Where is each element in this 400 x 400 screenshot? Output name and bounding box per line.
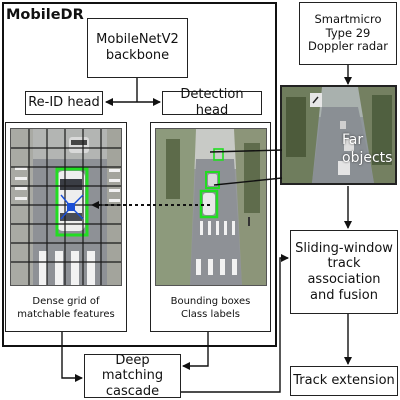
mobiledr-frame [2, 2, 277, 347]
radar-label: Smartmicro Type 29 Doppler radar [308, 11, 388, 54]
far-objects-image [280, 85, 397, 185]
backbone-box: MobileNetV2 backbone [87, 18, 188, 78]
detection-head-box: Detection head [162, 87, 262, 118]
association-box: Sliding-window track association and fus… [290, 230, 398, 314]
feature-grid-image [10, 128, 122, 286]
detection-image [155, 128, 267, 286]
far-objects-label: Far objects [342, 132, 393, 166]
reid-head-label: Re-ID head [28, 95, 100, 111]
reid-head-box: Re-ID head [25, 91, 103, 115]
extension-box: Track extension [290, 366, 398, 396]
radar-box: Smartmicro Type 29 Doppler radar [299, 2, 397, 65]
association-label: Sliding-window track association and fus… [295, 240, 393, 303]
feature-caption: Dense grid of matchable features [17, 296, 115, 320]
backbone-label: MobileNetV2 backbone [96, 32, 179, 63]
matching-label: Deep matching cascade [101, 352, 164, 399]
mobiledr-title: MobileDR [6, 7, 84, 23]
detection-caption: Bounding boxes Class labels [170, 296, 251, 320]
extension-label: Track extension [293, 373, 395, 389]
detection-head-label: Detection head [180, 87, 244, 118]
matching-box: Deep matching cascade [84, 352, 181, 399]
